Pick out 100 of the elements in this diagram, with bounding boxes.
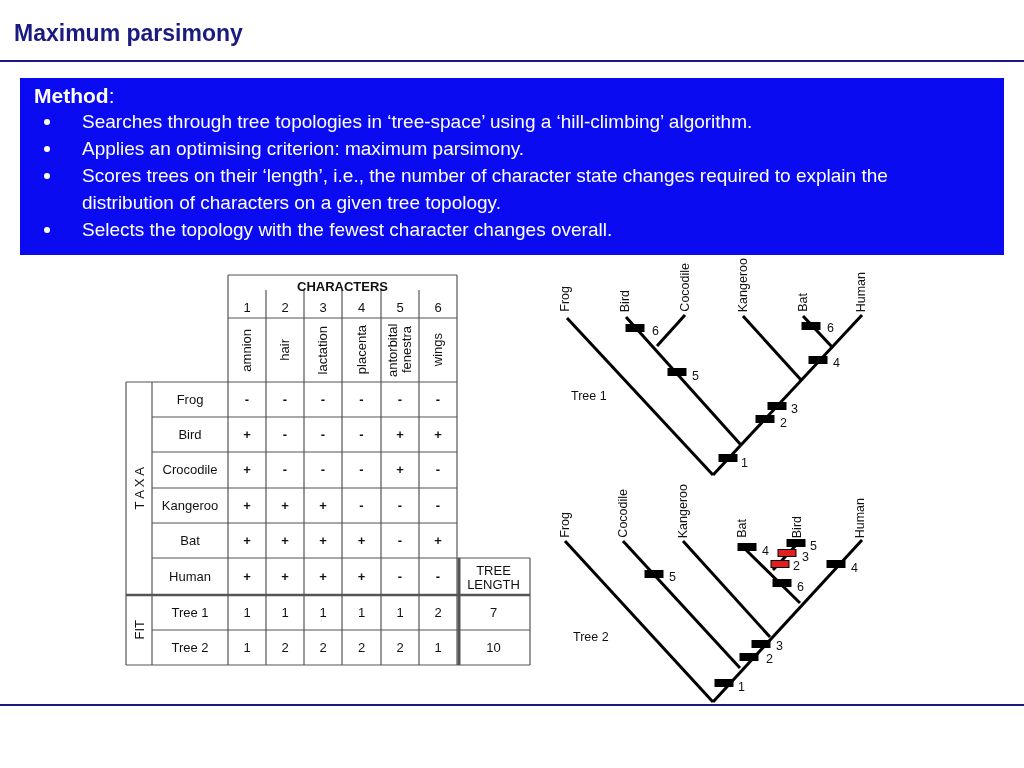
character-number: 1 xyxy=(243,301,251,315)
character-state: - xyxy=(359,392,364,407)
character-state: + xyxy=(319,533,327,548)
character-state: - xyxy=(320,392,326,407)
score-value: 1 xyxy=(281,605,289,620)
score-value: 10 xyxy=(486,640,501,655)
character-state: + xyxy=(434,533,442,548)
taxon-label: Bat xyxy=(796,293,810,312)
character-number: 1 xyxy=(741,456,748,470)
character-number: 6 xyxy=(652,324,659,338)
score-value: 2 xyxy=(357,640,366,655)
character-state: - xyxy=(320,427,326,442)
character-state: - xyxy=(397,533,403,548)
character-state: - xyxy=(397,569,403,584)
row-group-label: FIT xyxy=(132,620,147,640)
character-number: 4 xyxy=(357,301,366,315)
panel-heading: Method: xyxy=(34,84,116,108)
score-value: 1 xyxy=(434,640,442,655)
taxon-label: Cocodile xyxy=(678,263,692,312)
character-state: - xyxy=(435,498,441,513)
score-value: 2 xyxy=(319,640,327,655)
score-value: 7 xyxy=(489,605,498,620)
bullet-text: Scores trees on their ‘length’, i.e., the number of character state changes required to explain the distribution of characters on a given tree topology. xyxy=(82,165,888,213)
taxon-label: Bat xyxy=(735,519,749,538)
character-state: - xyxy=(359,463,364,477)
taxon-name: Kangeroo xyxy=(161,498,219,513)
character-number: 6 xyxy=(827,321,834,335)
method-panel xyxy=(20,78,1004,255)
character-state: + xyxy=(281,498,289,513)
character-number: 2 xyxy=(281,301,289,315)
character-state: + xyxy=(281,533,289,548)
taxon-name: Bird xyxy=(178,427,202,442)
character-state: + xyxy=(357,533,366,548)
bullet-text: Searches through tree topologies in ‘tree-space’ using a ‘hill-climbing’ algorithm. xyxy=(82,111,753,132)
score-value: 1 xyxy=(243,640,251,655)
tree-name: Tree 2 xyxy=(171,640,209,655)
character-state: - xyxy=(282,427,288,442)
character-name: placenta xyxy=(354,325,369,375)
taxon-label: Cocodile xyxy=(616,489,630,538)
character-number: 5 xyxy=(669,570,676,584)
character-state: - xyxy=(359,498,364,513)
table-header: CHARACTERS xyxy=(297,280,388,294)
character-number: 5 xyxy=(692,369,699,383)
character-state: - xyxy=(435,392,441,407)
character-number: 2 xyxy=(780,416,787,430)
slide-title: Maximum parsimony xyxy=(14,20,243,47)
character-name: lactation xyxy=(316,325,330,375)
score-value: 2 xyxy=(434,605,442,620)
character-number: 6 xyxy=(797,580,804,594)
character-number: 3 xyxy=(791,402,798,416)
character-name: antorbital fenestra xyxy=(386,322,414,379)
row-group-label: T A X A xyxy=(132,467,147,510)
character-state: + xyxy=(281,569,289,584)
character-number: 5 xyxy=(396,301,404,315)
character-state: + xyxy=(243,498,251,513)
character-number: 3 xyxy=(319,301,327,315)
character-state: - xyxy=(359,427,364,442)
character-number: 3 xyxy=(776,639,783,653)
taxon-label: Human xyxy=(853,497,867,538)
character-state: + xyxy=(357,569,366,584)
taxon-name: Frog xyxy=(176,392,204,407)
tree-label: Tree 1 xyxy=(571,389,607,403)
character-name: amnion xyxy=(240,328,254,372)
taxon-label: Kangeroo xyxy=(676,483,690,538)
character-state: + xyxy=(243,427,251,442)
taxon-label: Frog xyxy=(558,286,572,312)
character-name: hair xyxy=(278,339,292,361)
character-name: wings xyxy=(431,333,445,367)
character-number: 1 xyxy=(738,680,745,694)
taxon-label: Bird xyxy=(618,289,632,312)
bullet-text: Selects the topology with the fewest character changes overall. xyxy=(82,219,613,240)
character-state: + xyxy=(243,463,251,477)
score-value: 1 xyxy=(357,605,366,620)
character-state: + xyxy=(396,427,404,442)
taxon-label: Bird xyxy=(790,515,804,538)
character-number: 4 xyxy=(833,356,840,370)
taxon-label: Human xyxy=(854,271,868,312)
character-number: 4 xyxy=(851,561,858,575)
score-value: 2 xyxy=(396,640,404,655)
character-number: 6 xyxy=(434,301,442,315)
character-state: + xyxy=(319,569,327,584)
score-value: 1 xyxy=(396,605,404,620)
character-number: 2 xyxy=(766,652,773,666)
character-state: + xyxy=(243,569,251,584)
taxon-name: Human xyxy=(169,569,211,584)
table-header: TREE LENGTH xyxy=(466,563,521,592)
character-state: + xyxy=(319,498,327,513)
character-number: 2 xyxy=(793,559,800,573)
taxon-name: Bat xyxy=(180,533,200,548)
character-state: - xyxy=(282,463,288,477)
character-state: - xyxy=(397,392,403,407)
character-state: + xyxy=(434,427,442,442)
character-state: - xyxy=(397,498,403,513)
character-state: - xyxy=(435,569,441,584)
character-number: 4 xyxy=(762,544,769,558)
character-state: - xyxy=(282,392,288,407)
taxon-label: Frog xyxy=(558,512,572,538)
score-value: 2 xyxy=(281,640,289,655)
taxon-name: Crocodile xyxy=(162,463,218,477)
character-state: - xyxy=(435,463,441,477)
